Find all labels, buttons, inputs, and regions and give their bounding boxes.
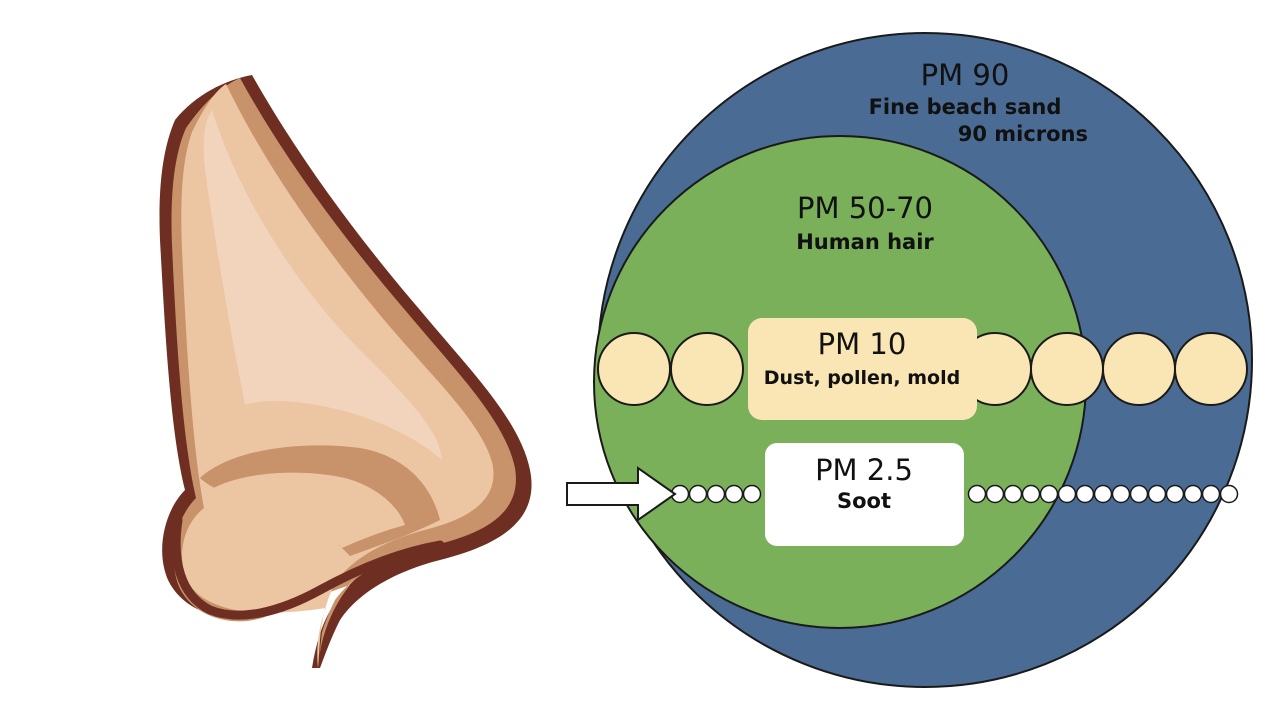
pm25-bead [1183, 484, 1203, 504]
pm25-bead [1219, 484, 1239, 504]
pm10-beads [597, 332, 1248, 406]
pm25-title: PM 2.5 [815, 453, 913, 487]
nose-icon [159, 75, 532, 668]
pm10-subtitle: Dust, pollen, mold [764, 367, 960, 389]
pm25-bead [1111, 484, 1131, 504]
pm25-bead [1147, 484, 1167, 504]
pm10-bead [1174, 332, 1248, 406]
pm25-bead [1129, 484, 1149, 504]
pm25-bead [967, 484, 987, 504]
pm50-70-title: PM 50-70 [797, 191, 933, 225]
pm10-label-box [748, 318, 977, 420]
pm25-bead [1003, 484, 1023, 504]
pm25-bead [985, 484, 1005, 504]
pm25-bead [1039, 484, 1059, 504]
pm90-title: PM 90 [921, 58, 1010, 92]
pm25-bead [742, 484, 762, 504]
pm25-subtitle: Soot [837, 489, 891, 513]
arrow-right-icon [566, 466, 677, 522]
pm90-subtitle: Fine beach sand [869, 95, 1062, 119]
pm25-beads [670, 484, 1239, 504]
pm25-bead [706, 484, 726, 504]
pm25-bead [1165, 484, 1185, 504]
pm25-bead [724, 484, 744, 504]
pm25-bead [1201, 484, 1221, 504]
pm10-title: PM 10 [818, 327, 907, 361]
nose-crease [171, 515, 445, 620]
pm50-70-subtitle: Human hair [796, 230, 934, 254]
pm25-bead [1057, 484, 1077, 504]
pm25-bead [1021, 484, 1041, 504]
pm25-bead [1075, 484, 1095, 504]
pm10-bead [1030, 332, 1104, 406]
pm10-bead [670, 332, 744, 406]
pm90-size: 90 microns [958, 122, 1088, 146]
pm25-bead [1093, 484, 1113, 504]
nose-highlight [203, 110, 442, 460]
pm25-label-box [765, 443, 964, 546]
nose-nostril-fold [210, 472, 405, 548]
pm10-bead [597, 332, 671, 406]
pm25-bead [688, 484, 708, 504]
pm10-bead [1102, 332, 1176, 406]
